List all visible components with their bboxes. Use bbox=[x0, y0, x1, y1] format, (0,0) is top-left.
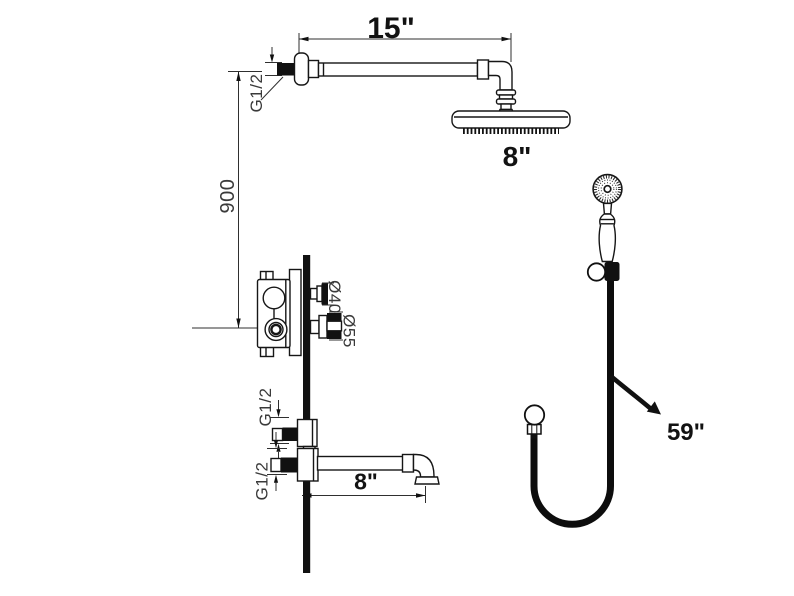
rain-shower-arm bbox=[277, 52, 517, 117]
wall-flange bbox=[293, 52, 310, 86]
spout-outlet bbox=[414, 476, 440, 485]
arm-coupling bbox=[476, 59, 490, 80]
wall-line bbox=[303, 255, 311, 573]
arrowhead-right-icon bbox=[416, 493, 426, 498]
spout-elbow bbox=[412, 453, 435, 478]
hose-length-label: 59" bbox=[667, 419, 705, 446]
diverter-thread-label: G1/2 bbox=[256, 388, 275, 427]
spout-thread-label: G1/2 bbox=[253, 462, 272, 501]
knob-bottom-diameter-label: Ø55 bbox=[340, 314, 359, 348]
arrowhead-up-icon bbox=[273, 474, 279, 483]
flange-neck bbox=[307, 59, 320, 79]
knob-top-diameter-label: Ø40 bbox=[325, 280, 344, 314]
valve-back-plate bbox=[288, 268, 302, 357]
hand-shower-holder bbox=[586, 262, 620, 282]
spray-center bbox=[603, 184, 612, 194]
arm-length-dimension: 15" bbox=[298, 12, 512, 62]
valve-upper-port bbox=[262, 286, 286, 310]
valve-lower-port bbox=[264, 317, 288, 342]
hand-shower-handle bbox=[598, 213, 617, 263]
tub-spout bbox=[270, 447, 440, 485]
spray-ring-outer bbox=[594, 175, 621, 203]
arrowhead-up-icon bbox=[236, 71, 241, 81]
arm-tube bbox=[317, 62, 479, 77]
head-body bbox=[451, 110, 571, 129]
mixer-valve bbox=[256, 268, 302, 358]
knob-band-top bbox=[327, 313, 342, 322]
hand-shower bbox=[592, 173, 623, 263]
arrowhead-left-icon bbox=[299, 36, 309, 42]
inlet-stub bbox=[281, 457, 298, 473]
spout-coupling bbox=[401, 453, 415, 473]
arrowhead-down-icon bbox=[276, 409, 281, 418]
valve-lower-port-ring bbox=[268, 321, 284, 338]
diverter-body bbox=[296, 418, 318, 448]
arrowhead-left-icon bbox=[302, 493, 312, 498]
arm-length-label: 15" bbox=[367, 12, 415, 45]
arm-thread-dimension: G1/2 bbox=[247, 47, 284, 113]
knob-stem bbox=[309, 319, 320, 335]
arm-thread-label: G1/2 bbox=[247, 74, 266, 113]
elbow-ring bbox=[495, 98, 517, 105]
knob-cap bbox=[321, 283, 328, 305]
arm-elbow bbox=[487, 60, 513, 91]
elbow-ring bbox=[495, 89, 517, 96]
head-size-label: 8" bbox=[503, 141, 532, 172]
spray-ring-inner bbox=[600, 182, 615, 196]
arrowhead-right-icon bbox=[501, 36, 511, 42]
spout-length-label: 8" bbox=[354, 469, 378, 495]
arm-thread-nipple bbox=[277, 63, 297, 76]
arrowhead-up-icon bbox=[276, 443, 281, 452]
holder-knob bbox=[586, 262, 607, 282]
knob-bottom-diameter-dimension: Ø55 bbox=[309, 311, 359, 348]
hand-shower-neck bbox=[602, 202, 613, 215]
spout-mount bbox=[296, 447, 319, 482]
knob-top-diameter-dimension: Ø40 bbox=[309, 280, 344, 314]
arrowhead-icon bbox=[646, 401, 661, 415]
head-stem bbox=[500, 103, 512, 111]
arrowhead-down-icon bbox=[269, 54, 275, 63]
hose-connector bbox=[523, 404, 546, 426]
arrowhead-down-icon bbox=[273, 440, 279, 449]
spray-ring-middle bbox=[597, 179, 618, 199]
arrowhead-down-icon bbox=[236, 318, 241, 328]
valve-lower-port-core bbox=[270, 323, 282, 336]
diverter-thread-dimension: G1/2 bbox=[256, 388, 289, 461]
inlet-cap bbox=[271, 427, 284, 442]
shower-hose bbox=[523, 281, 614, 528]
inlet-cap bbox=[270, 457, 282, 473]
mount-height-label: 900 bbox=[217, 179, 239, 214]
knob-band-middle bbox=[326, 320, 343, 332]
hose-hex-nut bbox=[526, 423, 542, 435]
inlet-stub bbox=[282, 427, 298, 441]
rain-shower-head: 8" bbox=[451, 110, 571, 172]
holder-bracket bbox=[604, 262, 620, 281]
knob-collar bbox=[316, 285, 323, 303]
hose-length-annotation: 59" bbox=[610, 375, 705, 446]
hose-path bbox=[530, 281, 614, 528]
spout-length-dimension: 8" bbox=[302, 469, 426, 503]
knob-collar bbox=[318, 314, 328, 339]
curved-arrow-icon bbox=[610, 375, 653, 411]
spout-thread-dimension: G1/2 bbox=[253, 432, 287, 501]
leader-line bbox=[260, 76, 284, 101]
hose-end-stub bbox=[530, 433, 538, 439]
knob-band-bottom bbox=[327, 330, 342, 339]
mount-height-dimension: 900 bbox=[192, 71, 264, 329]
